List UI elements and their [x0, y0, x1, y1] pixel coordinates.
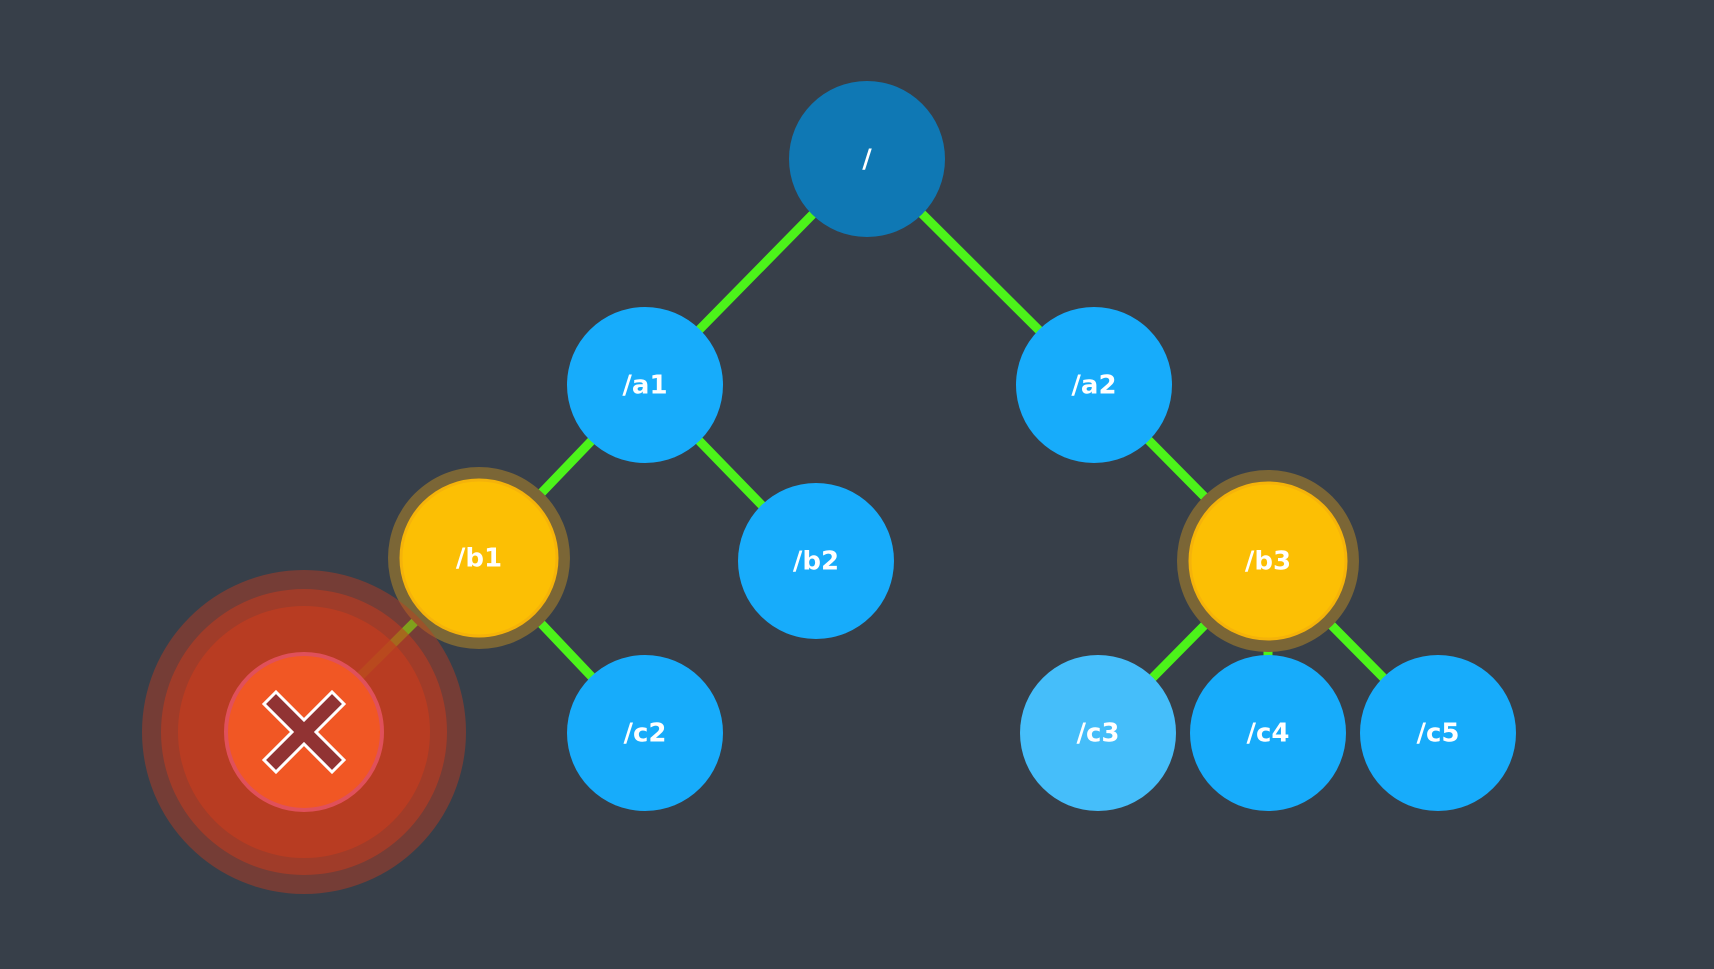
- node-c5-label: /c5: [1417, 719, 1460, 749]
- node-c3[interactable]: /c3: [1020, 655, 1176, 811]
- node-c4[interactable]: /c4: [1190, 655, 1346, 811]
- node-b1-label: /b1: [456, 544, 502, 574]
- node-c5-circle: [1360, 655, 1516, 811]
- node-a2[interactable]: /a2: [1016, 307, 1172, 463]
- close-icon: [261, 689, 347, 775]
- node-c4-label: /c4: [1247, 719, 1290, 749]
- node-a1[interactable]: /a1: [567, 307, 723, 463]
- node-b3-label: /b3: [1245, 547, 1291, 577]
- node-b2-circle: [738, 483, 894, 639]
- node-c3-circle: [1020, 655, 1176, 811]
- node-a2-circle: [1016, 307, 1172, 463]
- node-b3[interactable]: /b3: [1177, 470, 1359, 652]
- node-c2-label: /c2: [624, 719, 667, 749]
- node-root-circle: [789, 81, 945, 237]
- node-c5[interactable]: /c5: [1360, 655, 1516, 811]
- node-a1-label: /a1: [622, 371, 667, 401]
- node-root-label: /: [862, 145, 872, 175]
- node-b2-label: /b2: [793, 547, 839, 577]
- node-b1[interactable]: /b1: [388, 467, 570, 649]
- node-a2-label: /a2: [1071, 371, 1116, 401]
- node-a1-circle: [567, 307, 723, 463]
- node-b1-circle: [399, 478, 559, 638]
- node-b3-circle: [1188, 481, 1348, 641]
- node-c4-circle: [1190, 655, 1346, 811]
- node-c2-circle: [567, 655, 723, 811]
- node-c2[interactable]: /c2: [567, 655, 723, 811]
- node-root[interactable]: /: [789, 81, 945, 237]
- node-c3-label: /c3: [1077, 719, 1120, 749]
- nodes-layer: / /a1 /a2 /b1 /b2 /b3: [142, 81, 1516, 894]
- node-c1-error[interactable]: [142, 570, 466, 894]
- node-b2[interactable]: /b2: [738, 483, 894, 639]
